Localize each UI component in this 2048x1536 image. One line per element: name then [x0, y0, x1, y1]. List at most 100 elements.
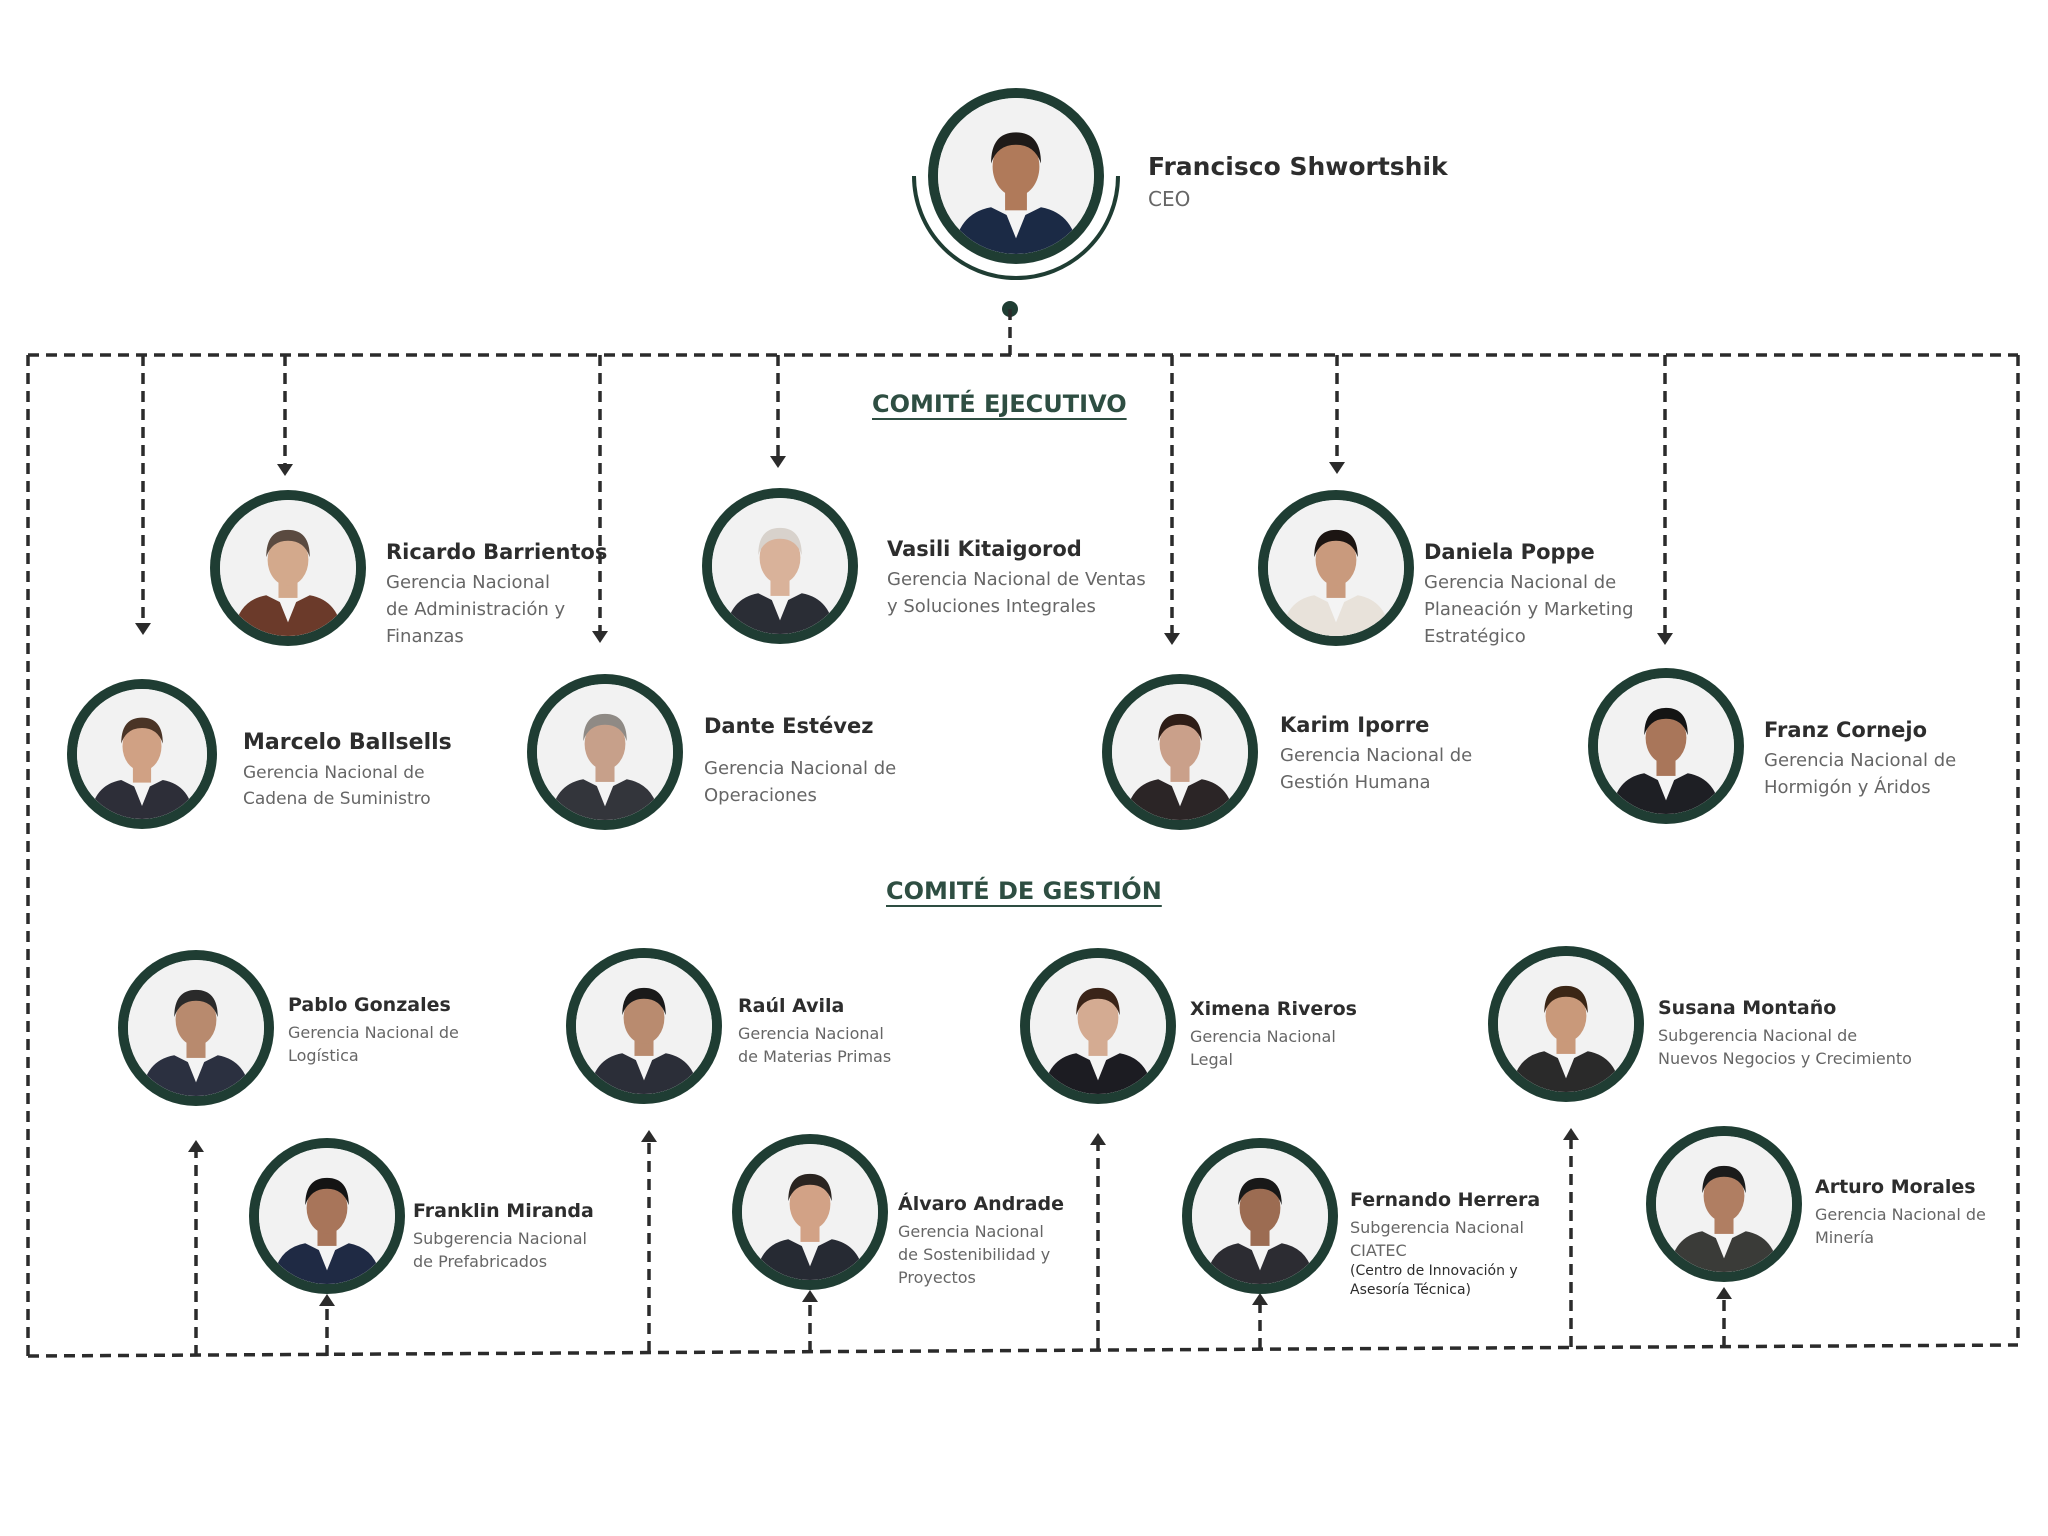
person-name: Franz Cornejo — [1764, 718, 1928, 742]
arrow-down-icon — [277, 464, 293, 476]
portrait-photo — [1656, 1136, 1792, 1272]
portrait-photo — [576, 958, 712, 1094]
role-line: Subgerencia Nacional de — [1658, 1026, 1858, 1045]
portrait-photo — [1268, 500, 1404, 636]
bottom-bus-line — [27, 1343, 2019, 1358]
arrow-up-icon — [319, 1294, 335, 1306]
role-line: Gestión Humana — [1280, 772, 1431, 793]
ceo-ring-arc — [912, 175, 1120, 280]
arrow-down-icon — [770, 456, 786, 468]
person-name: Karim Iporre — [1280, 713, 1430, 737]
portrait-photo — [712, 498, 848, 634]
avatar-daniela-poppe — [1258, 490, 1414, 646]
role-line: Gerencia Nacional de — [1764, 750, 1957, 771]
role-line: Finanzas — [386, 626, 464, 647]
avatar-susana-montano — [1488, 946, 1644, 1102]
role-line: Gerencia Nacional — [1190, 1027, 1336, 1046]
person-name: Francisco Shwortshik — [1148, 152, 1448, 181]
portrait-photo — [1598, 678, 1734, 814]
role-line: Gerencia Nacional de — [1280, 745, 1473, 766]
section-title-management-committee: COMITÉ DE GESTIÓN — [886, 877, 1162, 905]
role-line: CEO — [1148, 187, 1191, 211]
person-name: Raúl Avila — [738, 995, 845, 1017]
avatar-dante-estevez — [527, 674, 683, 830]
avatar-alvaro-andrade — [732, 1134, 888, 1290]
arrow-down-icon — [1164, 633, 1180, 645]
person-name: Ricardo Barrientos — [386, 540, 608, 564]
arrow-down-icon — [592, 631, 608, 643]
arrow-up-icon — [802, 1290, 818, 1302]
person-role: Gerencia Nacional de Sostenibilidad y Proy… — [898, 1220, 1064, 1289]
avatar-francisco-shwortshik — [928, 88, 1104, 264]
person-role: Gerencia Nacional de Ventas y Soluciones … — [887, 566, 1146, 620]
role-line: Planeación y Marketing — [1424, 599, 1634, 620]
role-line: Hormigón y Áridos — [1764, 777, 1931, 798]
portrait-photo — [1498, 956, 1634, 1092]
role-line: Asesoría Técnica) — [1350, 1282, 1472, 1298]
role-line: y Soluciones Integrales — [887, 596, 1096, 617]
avatar-ricardo-barrientos — [210, 490, 366, 646]
person-name: Álvaro Andrade — [898, 1193, 1064, 1215]
portrait-photo — [1192, 1148, 1328, 1284]
role-line: (Centro de Innovación y — [1350, 1263, 1518, 1279]
person-role: CEO — [1148, 185, 1448, 213]
person-name: Susana Montaño — [1658, 997, 1837, 1019]
role-line: Cadena de Suministro — [243, 789, 431, 809]
role-line: Estratégico — [1424, 626, 1526, 647]
arrow-up-icon — [1716, 1287, 1732, 1299]
arrow-up-icon — [1252, 1293, 1268, 1305]
portrait-photo — [742, 1144, 878, 1280]
person-role: Gerencia Nacional de Hormigón y Áridos — [1764, 747, 1956, 801]
role-line: Nuevos Negocios y Crecimiento — [1658, 1049, 1912, 1068]
role-line: Subgerencia Nacional — [1350, 1218, 1524, 1237]
portrait-photo — [1030, 958, 1166, 1094]
avatar-arturo-morales — [1646, 1126, 1802, 1282]
role-line: Proyectos — [898, 1268, 976, 1287]
role-line: Gerencia Nacional de Ventas — [887, 569, 1146, 590]
role-line: CIATEC — [1350, 1241, 1407, 1260]
role-line: Gerencia Nacional — [898, 1222, 1044, 1241]
avatar-vasili-kitaigorod — [702, 488, 858, 644]
person-name: Vasili Kitaigorod — [887, 537, 1082, 561]
role-line: Gerencia Nacional de — [1815, 1205, 1986, 1224]
role-line: Operaciones — [704, 785, 817, 806]
avatar-franz-cornejo — [1588, 668, 1744, 824]
avatar-pablo-gonzales — [118, 950, 274, 1106]
portrait-photo — [537, 684, 673, 820]
avatar-franklin-miranda — [249, 1138, 405, 1294]
person-name: Ximena Riveros — [1190, 998, 1357, 1020]
role-line: de Sostenibilidad y — [898, 1245, 1051, 1264]
portrait-photo — [1112, 684, 1248, 820]
avatar-marcelo-ballsells — [67, 679, 217, 829]
role-line: de Administración y — [386, 599, 566, 620]
portrait-photo — [77, 689, 207, 819]
portrait-photo — [938, 98, 1094, 254]
role-line: Gerencia Nacional de — [1424, 572, 1617, 593]
arrow-up-icon — [1090, 1133, 1106, 1145]
avatar-karim-iporre — [1102, 674, 1258, 830]
role-line: Logística — [288, 1046, 359, 1065]
portrait-photo — [128, 960, 264, 1096]
arrow-down-icon — [135, 623, 151, 635]
role-line: de Prefabricados — [413, 1252, 548, 1271]
